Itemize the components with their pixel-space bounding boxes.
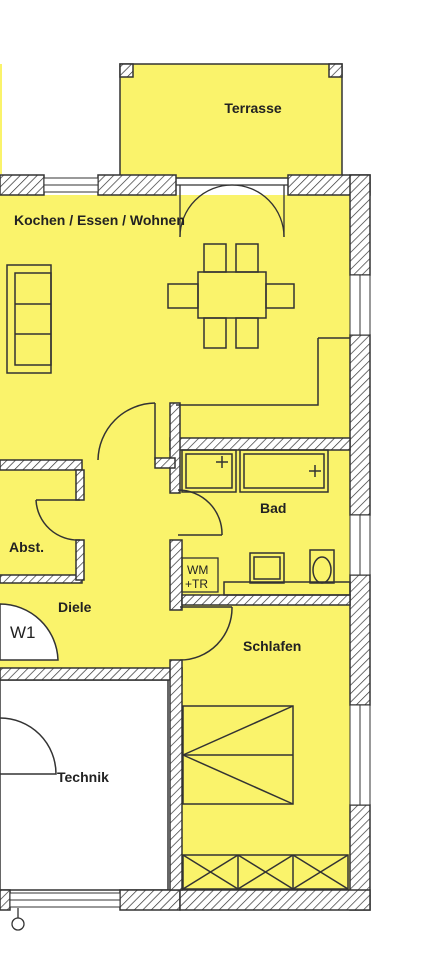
- apartment-label: W1: [10, 623, 36, 642]
- terrace-door: [176, 184, 288, 238]
- utility-room-floor: [0, 679, 169, 891]
- terrace: [119, 63, 343, 179]
- bed-icon: [182, 705, 294, 805]
- laundry-label-wm: WM: [187, 563, 208, 577]
- left-strip-floor: [0, 64, 2, 174]
- sofa-icon: [6, 264, 52, 374]
- bathtub-icon: [181, 449, 329, 493]
- room-label-living: Kochen / Essen / Wohnen: [14, 212, 185, 228]
- toilet-icon: [312, 556, 332, 584]
- entrance-marker: [0, 603, 59, 661]
- bath-fixtures: [223, 549, 351, 596]
- washing-machine-icon: [181, 557, 219, 593]
- door-swings: [0, 402, 233, 775]
- room-label-utility: Technik: [57, 769, 109, 785]
- windows: [9, 177, 371, 908]
- partition-lines: [176, 337, 350, 406]
- laundry-label-tr: +TR: [185, 577, 208, 591]
- dining-table-icon: [167, 243, 295, 349]
- room-label-terrace: Terrasse: [224, 100, 282, 116]
- exterior-walls: [0, 174, 371, 911]
- room-label-bath: Bad: [260, 500, 286, 516]
- bedroom-floor: [180, 600, 350, 890]
- external-marker: [11, 908, 25, 931]
- room-label-storage: Abst.: [9, 539, 44, 555]
- room-label-hall: Diele: [58, 599, 92, 615]
- wardrobe-icon: [182, 854, 349, 890]
- terrace-floor: [120, 64, 342, 178]
- room-label-bedroom: Schlafen: [243, 638, 301, 654]
